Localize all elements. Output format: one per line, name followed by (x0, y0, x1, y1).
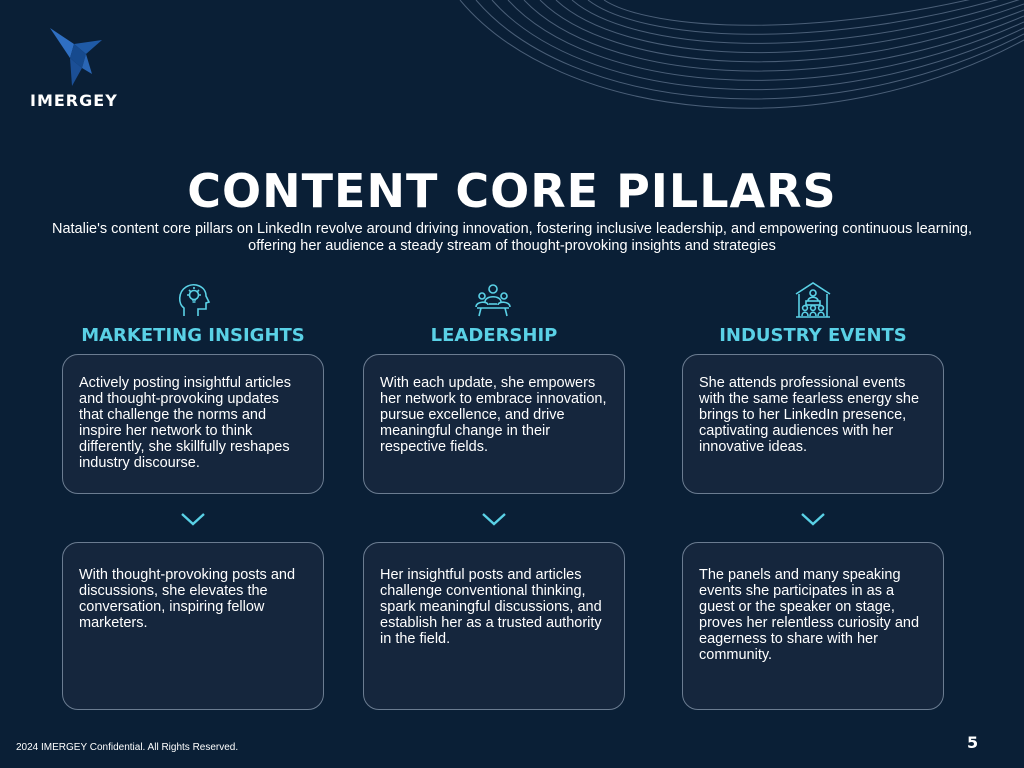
chevron-down-icon (482, 513, 506, 526)
pillar-card-bottom: The panels and many speaking events she … (682, 542, 944, 710)
bird-logo-icon (50, 28, 102, 86)
chevron-down-icon (181, 513, 205, 526)
pillar-card-top: Actively posting insightful articles and… (62, 354, 324, 494)
chevron-down-icon (801, 513, 825, 526)
team-meeting-icon (475, 284, 511, 317)
brand-name: IMERGEY (30, 91, 118, 110)
page-subtitle: Natalie's content core pillars on Linked… (51, 221, 973, 254)
pillar-card-top: With each update, she empowers her netwo… (363, 354, 625, 494)
pillar-card-bottom: Her insightful posts and articles challe… (363, 542, 625, 710)
confidential-note: 2024 IMERGEY Confidential. All Rights Re… (16, 742, 239, 753)
conference-hall-icon (795, 282, 831, 318)
head-lightbulb-icon (178, 284, 211, 316)
decorative-lines (459, 0, 1024, 109)
page-number: 5 (967, 733, 979, 752)
pillar-card-top: She attends professional events with the… (682, 354, 944, 494)
brand-logo: IMERGEY (30, 24, 126, 114)
pillar-heading: INDUSTRY EVENTS (719, 325, 907, 346)
pillar-card-bottom: With thought-provoking posts and discuss… (62, 542, 324, 710)
pillar-heading: MARKETING INSIGHTS (81, 325, 305, 346)
page-title: CONTENT CORE PILLARS (187, 164, 837, 218)
pillar-heading: LEADERSHIP (430, 325, 558, 346)
